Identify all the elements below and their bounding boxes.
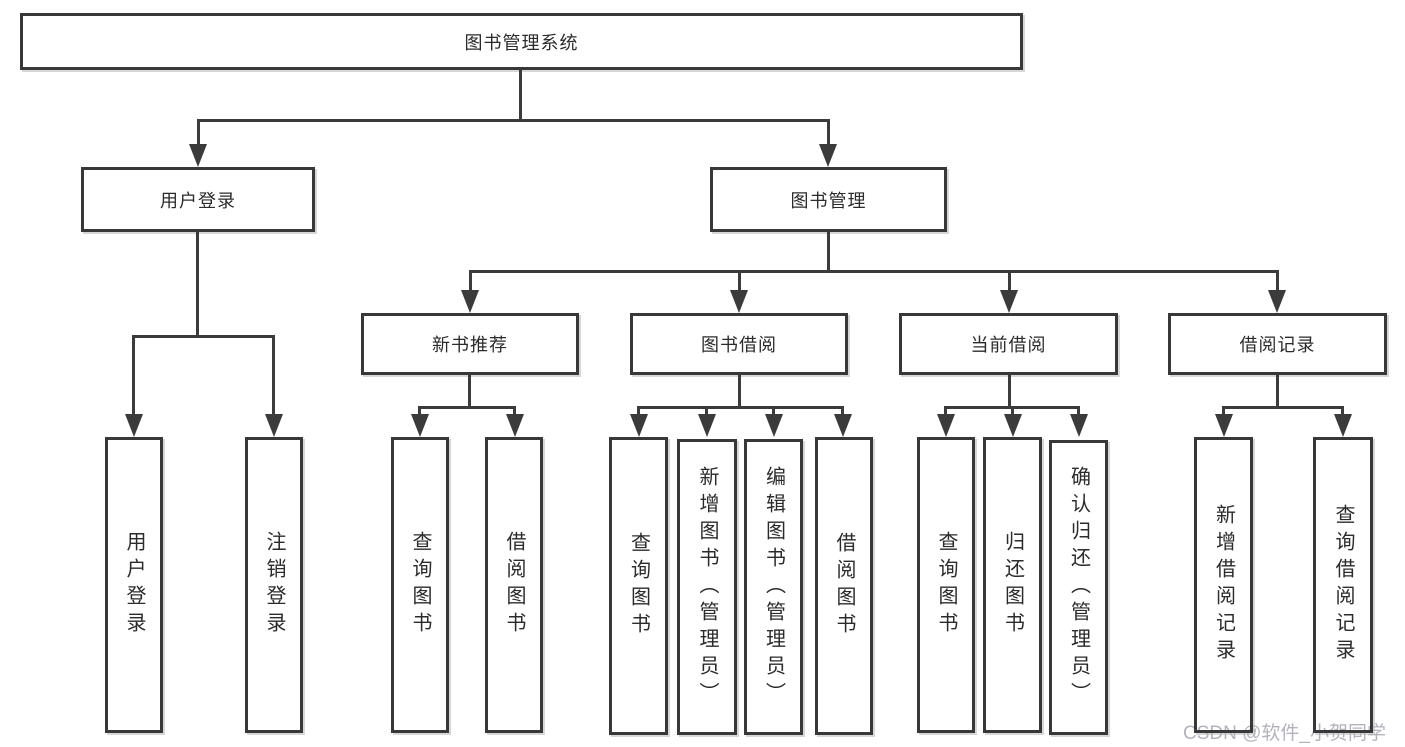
arrow-down-icon <box>1334 414 1352 437</box>
arrow-down-icon <box>506 414 524 437</box>
leaf-add-borrow-record: 新增借阅记录 <box>1194 437 1253 733</box>
connector-line <box>1341 406 1344 415</box>
leaf-logout-label: 注销登录 <box>263 531 285 639</box>
root-node-label: 图书管理系统 <box>464 32 579 53</box>
connector-line <box>1011 406 1014 415</box>
leaf-confirm-return-admin: 确认归还（管理员） <box>1049 440 1108 735</box>
leaf-borrow-query-books-label: 查询图书 <box>627 532 650 640</box>
arrow-down-icon <box>630 414 648 437</box>
leaf-recommend-borrow-books-label: 借阅图书 <box>503 531 525 639</box>
node-user-login-label: 用户登录 <box>160 190 236 211</box>
leaf-edit-books-admin-label: 编辑图书（管理员） <box>762 465 785 709</box>
connector-line <box>1008 375 1011 409</box>
node-borrow-record-label: 借阅记录 <box>1239 335 1316 355</box>
leaf-borrow-query-books: 查询图书 <box>609 437 668 735</box>
arrow-down-icon <box>1070 414 1088 437</box>
connector-line <box>1276 375 1279 409</box>
leaf-return-books-label: 归还图书 <box>1001 531 1024 639</box>
root-node-library-system: 图书管理系统 <box>20 13 1023 70</box>
connector-line <box>738 375 741 409</box>
connector-line <box>637 406 844 409</box>
arrow-down-icon <box>1000 290 1018 313</box>
leaf-return-books: 归还图书 <box>983 437 1042 733</box>
leaf-confirm-return-admin-label: 确认归还（管理员） <box>1067 466 1090 709</box>
arrow-down-icon <box>1268 290 1286 313</box>
arrow-down-icon <box>265 414 283 437</box>
arrow-down-icon <box>765 414 783 437</box>
connector-line <box>1222 406 1225 415</box>
leaf-borrow-borrow-books-label: 借阅图书 <box>833 532 855 640</box>
arrow-down-icon <box>819 144 837 167</box>
node-new-book-recommend: 新书推荐 <box>361 313 579 375</box>
node-book-borrow: 图书借阅 <box>630 313 848 375</box>
arrow-down-icon <box>834 414 852 437</box>
connector-line <box>705 406 708 415</box>
connector-line <box>513 406 516 415</box>
leaf-add-books-admin-label: 新增图书（管理员） <box>696 465 718 709</box>
leaf-edit-books-admin: 编辑图书（管理员） <box>744 439 803 735</box>
arrow-down-icon <box>461 290 479 313</box>
connector-line <box>1276 270 1279 291</box>
connector-line <box>418 406 421 415</box>
node-book-management: 图书管理 <box>710 167 947 232</box>
leaf-user-login: 用户登录 <box>105 437 163 733</box>
node-new-book-recommend-label: 新书推荐 <box>432 335 508 355</box>
arrow-down-icon <box>1215 414 1233 437</box>
connector-line <box>418 406 516 409</box>
leaf-logout: 注销登录 <box>245 437 303 733</box>
connector-line <box>468 375 471 409</box>
leaf-recommend-query-books: 查询图书 <box>391 437 449 733</box>
arrow-down-icon <box>125 414 143 437</box>
arrow-down-icon <box>1004 414 1022 437</box>
connector-line <box>196 232 199 335</box>
connector-line <box>197 119 830 122</box>
connector-line <box>827 119 830 146</box>
csdn-watermark: CSDN @软件_小贺同学 <box>1183 723 1386 744</box>
node-user-login: 用户登录 <box>81 167 315 232</box>
leaf-add-books-admin: 新增图书（管理员） <box>677 439 737 735</box>
connector-line <box>827 232 830 270</box>
connector-line <box>469 270 472 291</box>
leaf-borrow-borrow-books: 借阅图书 <box>815 437 873 735</box>
connector-line <box>132 335 135 414</box>
node-current-borrow: 当前借阅 <box>899 313 1118 375</box>
connector-line <box>1222 406 1343 409</box>
connector-line <box>944 406 947 415</box>
leaf-query-borrow-record: 查询借阅记录 <box>1313 437 1373 733</box>
leaf-current-query-books: 查询图书 <box>917 437 975 733</box>
connector-line <box>197 119 200 146</box>
connector-line <box>738 270 741 291</box>
arrow-down-icon <box>730 290 748 313</box>
leaf-add-borrow-record-label: 新增借阅记录 <box>1212 504 1235 666</box>
connector-line <box>519 70 522 119</box>
connector-line <box>841 406 844 415</box>
arrow-down-icon <box>411 414 429 437</box>
node-book-borrow-label: 图书借阅 <box>701 335 777 355</box>
connector-line <box>132 335 274 338</box>
connector-line <box>1077 406 1080 415</box>
leaf-recommend-query-books-label: 查询图书 <box>409 531 431 639</box>
arrow-down-icon <box>937 414 955 437</box>
connector-line <box>469 270 1279 273</box>
connector-line <box>637 406 640 415</box>
connector-line <box>1008 270 1011 291</box>
arrow-down-icon <box>189 144 207 167</box>
node-book-management-label: 图书管理 <box>790 190 867 211</box>
arrow-down-icon <box>698 414 716 437</box>
leaf-query-borrow-record-label: 查询借阅记录 <box>1332 504 1354 666</box>
node-current-borrow-label: 当前借阅 <box>970 335 1047 355</box>
node-borrow-record: 借阅记录 <box>1168 313 1387 375</box>
connector-line <box>772 406 775 415</box>
leaf-user-login-label: 用户登录 <box>123 531 145 639</box>
leaf-current-query-books-label: 查询图书 <box>935 531 957 639</box>
connector-line <box>272 335 275 414</box>
leaf-recommend-borrow-books: 借阅图书 <box>485 437 543 733</box>
